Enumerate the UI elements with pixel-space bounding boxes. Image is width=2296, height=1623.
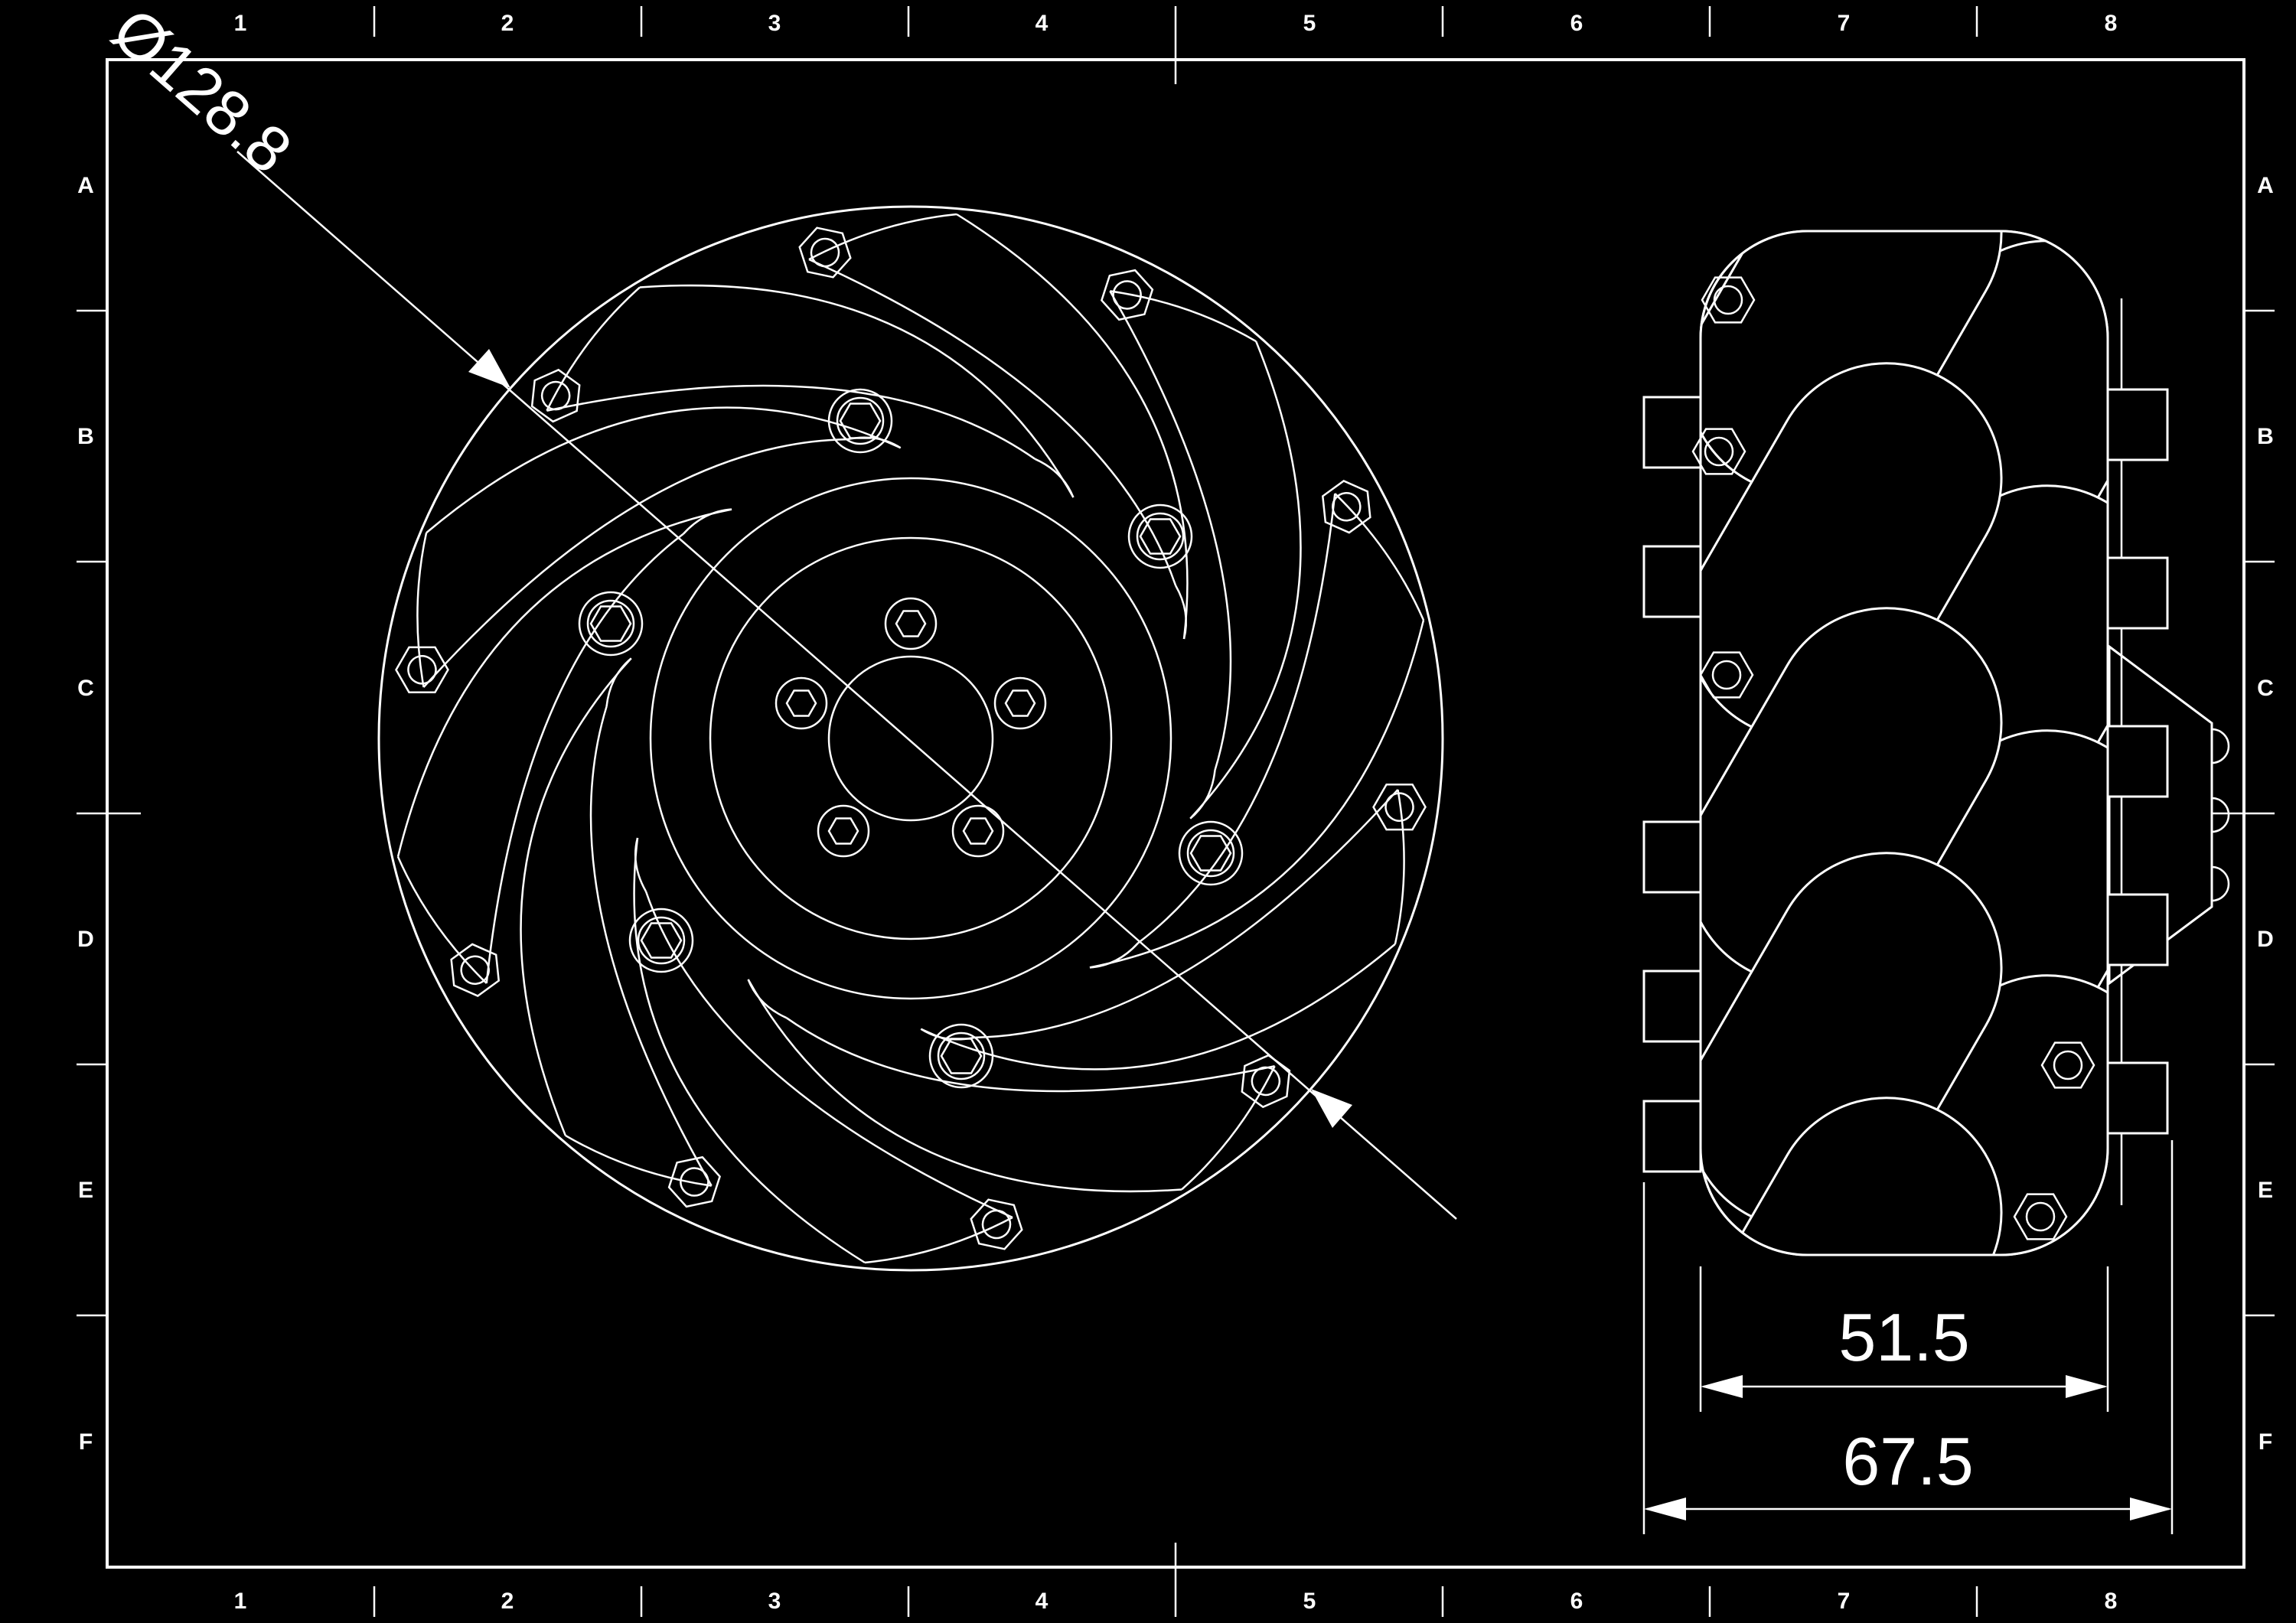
dim-51-arrow-right: [2066, 1375, 2108, 1398]
wheel-outer-circle: [377, 205, 1444, 1272]
side-view: [1642, 230, 2230, 1256]
grid-label-bottom-7: 7: [1838, 1589, 1851, 1614]
plate-tab-right-5: [2106, 1061, 2169, 1135]
side-roller-array: [1701, 231, 2108, 1255]
grid-label-bottom-4: 4: [1035, 1589, 1049, 1614]
plate-tab-right-3: [2106, 725, 2169, 798]
front-view: [327, 152, 1495, 1325]
bracket-tab-left-4: [1642, 970, 1702, 1043]
border-ticks-top: [373, 6, 1978, 84]
bracket-tab-left-5: [1642, 1100, 1702, 1173]
dim-67-arrow-right: [2130, 1498, 2172, 1520]
plate-tab-right-2: [2106, 556, 2169, 630]
hub-disc-circle: [649, 477, 1172, 1000]
grid-label-top-2: 2: [501, 11, 514, 36]
border-ticks-left: [77, 309, 141, 1317]
grid-labels-left: A B C D E F: [77, 173, 94, 1455]
grid-label-right-e: E: [2258, 1178, 2273, 1203]
drawing-border: 1 2 3 4 5 6 7 8 1 2 3 4 5 6 7 8 A B C D …: [77, 6, 2275, 1617]
dimension-diameter-line: [236, 151, 1457, 1220]
grid-label-right-a: A: [2257, 173, 2274, 198]
grid-label-bottom-1: 1: [234, 1589, 247, 1614]
grid-label-top-4: 4: [1035, 11, 1049, 36]
grid-label-left-e: E: [78, 1178, 93, 1203]
center-bore-circle: [827, 655, 994, 822]
grid-label-right-d: D: [2257, 927, 2274, 952]
side-wheel-outline: [1699, 230, 2109, 1256]
grid-label-left-a: A: [77, 173, 94, 198]
grid-labels-right: A B C D E F: [2257, 173, 2274, 1455]
grid-label-right-c: C: [2257, 676, 2274, 701]
roller-array: [327, 152, 1495, 1325]
grid-label-top-6: 6: [1570, 11, 1583, 36]
grid-label-bottom-8: 8: [2105, 1589, 2118, 1614]
grid-label-bottom-2: 2: [501, 1589, 514, 1614]
border-ticks-bottom: [373, 1543, 1978, 1617]
grid-label-top-1: 1: [234, 11, 247, 36]
grid-label-top-3: 3: [768, 11, 781, 36]
dimension-width-67-5: 67.5: [1642, 1140, 2174, 1534]
dim-67-arrow-left: [1644, 1498, 1686, 1520]
grid-label-top-5: 5: [1303, 11, 1316, 36]
grid-label-top-7: 7: [1838, 11, 1851, 36]
grid-label-left-f: F: [79, 1429, 93, 1455]
dimension-diameter: Ø128.8: [99, 0, 1457, 1220]
plate-tab-right-1: [2106, 388, 2169, 461]
dimension-diameter-arrow-upper: [468, 349, 510, 388]
dim-51-arrow-left: [1701, 1375, 1743, 1398]
bracket-tab-left-3: [1642, 820, 1702, 894]
plate-tab-right-4: [2106, 893, 2169, 966]
grid-label-right-f: F: [2258, 1429, 2272, 1455]
socket-screw-array: [578, 388, 1244, 1089]
bracket-tab-left-1: [1642, 396, 1702, 469]
plate-bump-3: [2211, 865, 2230, 902]
grid-label-bottom-6: 6: [1570, 1589, 1583, 1614]
side-left-tabs: [1642, 396, 1702, 1173]
grid-labels-top: 1 2 3 4 5 6 7 8: [234, 11, 2118, 36]
side-mount-plate: [2106, 298, 2230, 1205]
grid-label-left-c: C: [77, 676, 94, 701]
dimension-51-label: 51.5: [1838, 1299, 1969, 1375]
border-ticks-right: [2210, 309, 2275, 1317]
grid-label-right-b: B: [2257, 424, 2274, 449]
grid-label-bottom-3: 3: [768, 1589, 781, 1614]
dimension-67-label: 67.5: [1842, 1423, 1973, 1499]
plate-bump-1: [2211, 728, 2230, 764]
plate-bump-2: [2211, 797, 2230, 833]
bracket-tab-left-2: [1642, 545, 1702, 618]
grid-label-bottom-5: 5: [1303, 1589, 1316, 1614]
grid-labels-bottom: 1 2 3 4 5 6 7 8: [234, 1589, 2118, 1614]
hub-bolt-hole-array: [775, 597, 1047, 858]
grid-label-left-b: B: [77, 424, 94, 449]
dimension-diameter-arrow-lower: [1311, 1089, 1352, 1128]
dimension-width-51-5: 51.5: [1699, 1266, 2109, 1412]
grid-label-left-d: D: [77, 927, 94, 952]
grid-label-top-8: 8: [2105, 11, 2118, 36]
hub-flange-circle: [709, 536, 1113, 940]
dimension-diameter-label: Ø128.8: [99, 0, 305, 187]
